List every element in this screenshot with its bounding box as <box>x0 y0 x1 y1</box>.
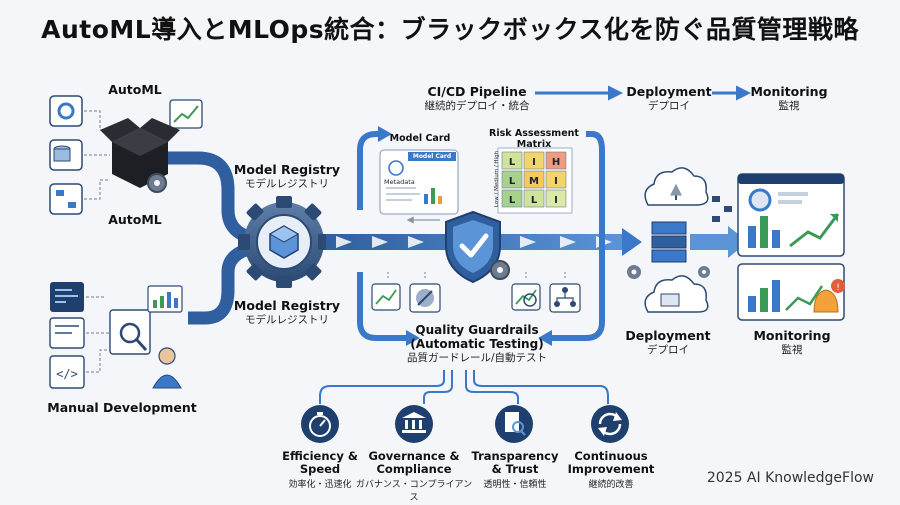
stopwatch-icon <box>301 405 339 443</box>
credit-text: 2025 AI KnowledgeFlow <box>706 470 874 486</box>
monitoring-bottom-en: Monitoring <box>753 328 831 343</box>
benefit-transparency-line1: Transparency <box>471 449 559 463</box>
risk-matrix-label-line1: Risk Assessment <box>489 128 579 139</box>
risk-matrix-cell-label: I <box>554 176 558 187</box>
model-card-metadata: Metadata <box>384 178 415 186</box>
risk-matrix-axis: Low / Medium / High <box>494 150 500 208</box>
model-registry-bottom-en: Model Registry <box>233 298 341 313</box>
page-title: AutoML導入とMLOps統合：ブラックボックス化を防ぐ品質管理戦略 <box>41 15 859 44</box>
risk-matrix-cell <box>523 151 545 170</box>
automl-top-label: AutoML <box>108 82 162 97</box>
risk-matrix-cell <box>501 170 523 189</box>
manual-development-label: Manual Development <box>47 400 197 415</box>
risk-matrix-cell <box>501 189 523 208</box>
risk-matrix-cell-label: I <box>554 195 558 206</box>
svg-text:</>: </> <box>56 367 78 381</box>
model-registry-top-en: Model Registry <box>233 162 341 177</box>
monitoring-top-label: Monitoring 監視 <box>746 84 832 114</box>
model-card-header: Model Card <box>412 153 452 160</box>
quality-guardrails-label: Quality Guardrails (Automatic Testing) 品… <box>392 323 562 365</box>
monitoring-top-en: Monitoring <box>750 84 828 99</box>
benefit-efficiency-line2: Speed <box>299 462 341 476</box>
benefit-continuous: Continuous Improvement 継続的改善 <box>566 450 656 492</box>
monitoring-bottom-label: Monitoring 監視 <box>744 328 840 358</box>
risk-matrix-cell <box>501 151 523 170</box>
risk-matrix-cell-label: L <box>509 157 516 168</box>
risk-matrix-cell <box>545 170 567 189</box>
monitoring-top-ja: 監視 <box>778 100 800 112</box>
deployment-top-en: Deployment <box>626 84 712 99</box>
courthouse-icon <box>395 405 433 443</box>
risk-matrix-label: Risk Assessment Matrix <box>486 128 582 150</box>
cycle-icon <box>591 405 629 443</box>
benefit-governance: Governance & Compliance ガバナンス・コンプライアンス <box>354 450 474 505</box>
automl-bottom-label: AutoML <box>108 212 162 227</box>
cicd-label: CI/CD Pipeline 継続的デプロイ・統合 <box>412 84 542 114</box>
benefit-efficiency-line1: Efficiency & <box>282 449 358 463</box>
quality-guardrails-ja: 品質ガードレール/自動テスト <box>406 352 548 364</box>
model-card-panel <box>379 149 459 215</box>
cicd-ja: 継続的デプロイ・統合 <box>424 100 530 112</box>
model-registry-top-ja: モデルレジストリ <box>245 178 329 190</box>
blackbox-cube-icon <box>100 118 180 193</box>
risk-matrix-label-line2: Matrix <box>516 139 552 150</box>
risk-matrix-cell <box>523 189 545 208</box>
risk-matrix-cell-label: I <box>532 157 536 168</box>
quality-guardrails-line2: (Automatic Testing) <box>410 337 544 351</box>
risk-matrix-cell-label: L <box>509 195 516 206</box>
model-registry-bottom-label: Model Registry モデルレジストリ <box>224 298 350 328</box>
benefit-icons <box>301 405 629 443</box>
benefit-continuous-line2: Improvement <box>567 462 655 476</box>
risk-matrix-cell-label: L <box>531 195 538 206</box>
benefit-transparency-line2: & Trust <box>491 462 539 476</box>
deployment-bottom-label: Deployment デプロイ <box>620 328 716 358</box>
monitoring-dashboard-icon: ! <box>737 173 845 321</box>
benefit-connectors <box>319 370 609 404</box>
model-registry-gear-icon <box>238 196 330 288</box>
benefit-transparency-ja: 透明性・信頼性 <box>483 480 547 490</box>
benefit-efficiency: Efficiency & Speed 効率化・迅速化 <box>270 450 370 492</box>
svg-text:!: ! <box>836 283 840 293</box>
shield-check-icon <box>445 210 510 284</box>
monitoring-bottom-ja: 監視 <box>781 344 803 356</box>
manual-dev-icons: </> <box>49 282 183 389</box>
document-search-icon <box>495 405 533 443</box>
deployment-cloud-icon <box>627 167 732 313</box>
quality-guardrails-line1: Quality Guardrails <box>415 323 539 337</box>
deployment-bottom-en: Deployment <box>625 328 711 343</box>
model-card-label: Model Card <box>389 133 451 144</box>
model-registry-top-label: Model Registry モデルレジストリ <box>224 162 350 192</box>
benefit-continuous-line1: Continuous <box>574 449 648 463</box>
cicd-en: CI/CD Pipeline <box>427 84 527 99</box>
risk-matrix-cell <box>523 170 545 189</box>
benefit-governance-line1: Governance & <box>368 449 460 463</box>
risk-matrix-cell <box>545 151 567 170</box>
risk-matrix-cell-label: L <box>509 176 516 187</box>
test-tiles <box>371 272 581 313</box>
deployment-top-ja: デプロイ <box>648 100 690 112</box>
risk-matrix-cell-label: M <box>529 176 539 187</box>
guardrail-loop <box>357 126 605 346</box>
benefit-transparency: Transparency & Trust 透明性・信頼性 <box>470 450 560 492</box>
deployment-top-label: Deployment デプロイ <box>624 84 714 114</box>
benefit-governance-line2: Compliance <box>376 462 452 476</box>
benefit-efficiency-ja: 効率化・迅速化 <box>288 480 352 490</box>
deployment-bottom-ja: デプロイ <box>647 344 689 356</box>
benefit-governance-ja: ガバナンス・コンプライアンス <box>355 480 473 503</box>
risk-matrix-cell-label: H <box>552 157 560 168</box>
risk-matrix-cell <box>545 189 567 208</box>
benefit-continuous-ja: 継続的改善 <box>588 480 634 490</box>
model-registry-bottom-ja: モデルレジストリ <box>245 314 329 326</box>
